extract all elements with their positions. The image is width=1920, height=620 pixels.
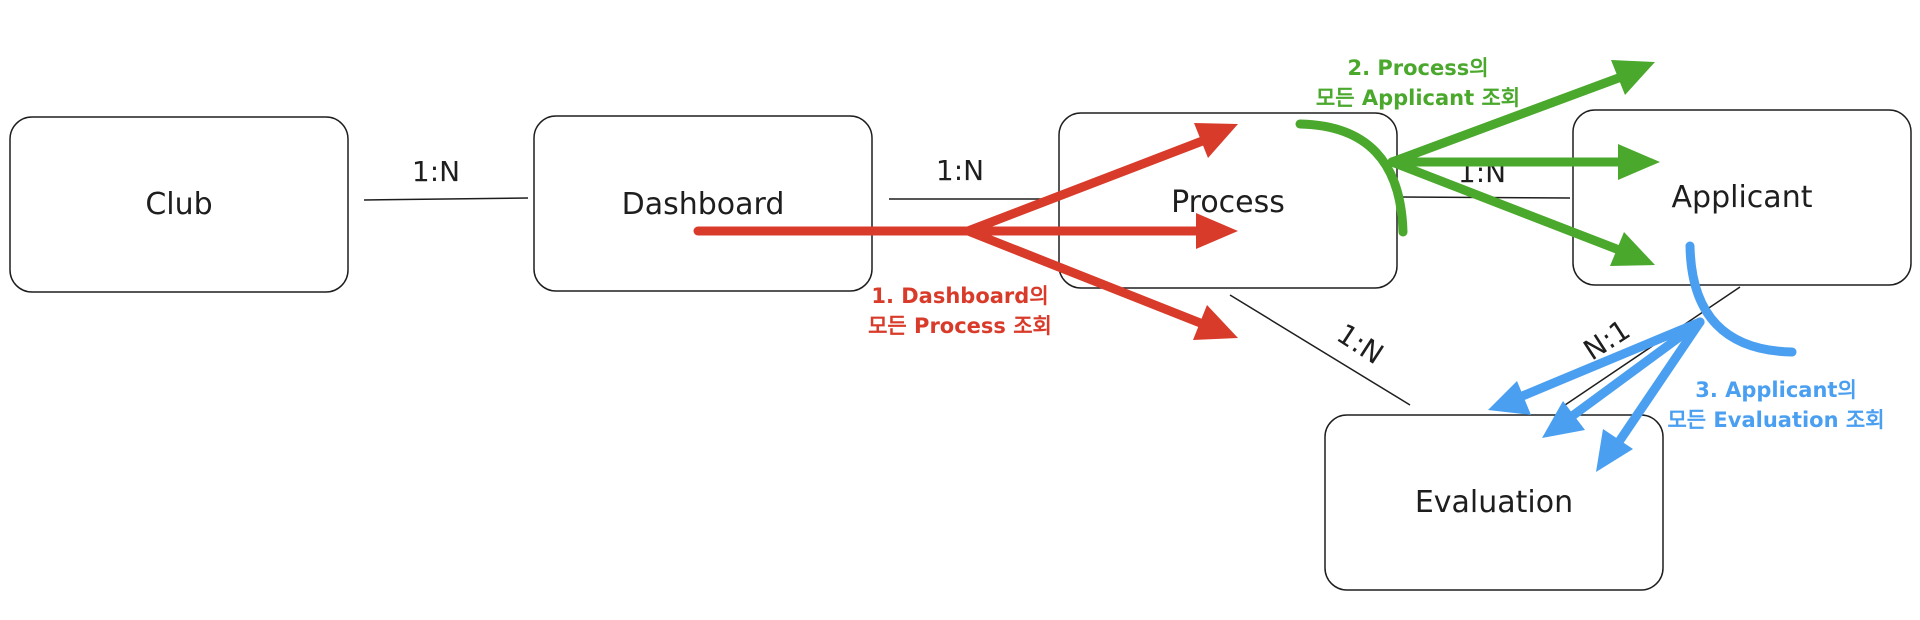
club-dashboard-line — [363, 197, 529, 201]
step1-annotation: 1. Dashboard의 모든 Process 조회 — [868, 284, 1052, 338]
svg-text:모든 Process 조회: 모든 Process 조회 — [868, 314, 1052, 338]
dashboard-box[interactable] — [533, 115, 873, 292]
step1-arrows — [693, 130, 1223, 335]
dashboard-process-cardinality: 1:N — [936, 154, 984, 187]
process-label: Process — [1171, 185, 1285, 220]
applicant-label: Applicant — [1672, 180, 1813, 215]
step3-arrowheads — [1488, 381, 1633, 472]
svg-text:3. Applicant의: 3. Applicant의 — [1695, 378, 1857, 402]
svg-text:모든 Applicant 조회: 모든 Applicant 조회 — [1316, 86, 1520, 110]
club-label: Club — [145, 187, 212, 222]
dashboard-label: Dashboard — [622, 187, 785, 222]
step2-annotation: 2. Process의 모든 Applicant 조회 — [1316, 56, 1520, 110]
club-box[interactable] — [9, 116, 349, 293]
step3-arrows — [1503, 241, 1797, 460]
step1-arrowheads — [1193, 123, 1238, 340]
svg-text:2. Process의: 2. Process의 — [1347, 56, 1488, 80]
step2-arrows — [1295, 68, 1645, 260]
svg-text:모든 Evaluation 조회: 모든 Evaluation 조회 — [1667, 408, 1884, 432]
svg-text:1. Dashboard의: 1. Dashboard의 — [871, 284, 1048, 308]
step3-annotation: 3. Applicant의 모든 Evaluation 조회 — [1667, 378, 1884, 432]
club-dashboard-cardinality: 1:N — [412, 155, 460, 188]
evaluation-box[interactable] — [1324, 414, 1664, 591]
process-evaluation-line — [1229, 294, 1411, 406]
applicant-box[interactable] — [1572, 109, 1912, 286]
step2-arrowheads — [1610, 60, 1660, 266]
evaluation-label: Evaluation — [1415, 485, 1573, 520]
